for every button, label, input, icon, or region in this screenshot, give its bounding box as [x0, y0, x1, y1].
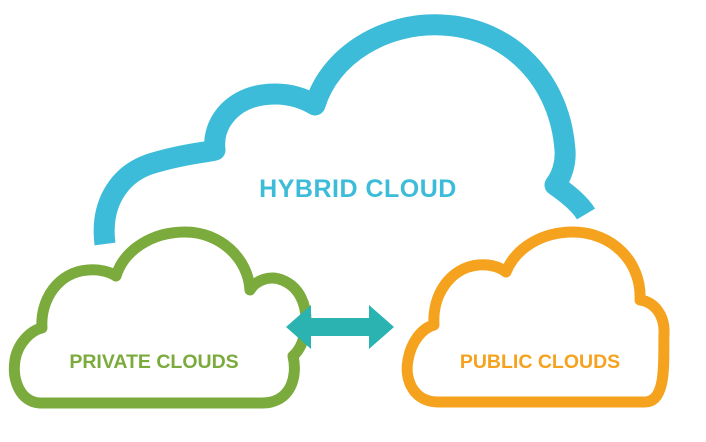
public-cloud-outline	[401, 226, 670, 408]
double-arrow-icon	[286, 305, 394, 349]
private-cloud-label: PRIVATE CLOUDS	[69, 351, 238, 373]
double-arrow-shape	[286, 305, 394, 349]
hybrid-cloud-outline	[93, 14, 596, 246]
hybrid-cloud-label: HYBRID CLOUD	[259, 175, 457, 203]
private-cloud-outline	[8, 226, 312, 409]
public-cloud-label: PUBLIC CLOUDS	[460, 351, 620, 373]
private-cloud: PRIVATE CLOUDS	[8, 226, 312, 409]
hybrid-cloud: HYBRID CLOUD	[93, 14, 596, 246]
public-cloud: PUBLIC CLOUDS	[401, 226, 670, 408]
